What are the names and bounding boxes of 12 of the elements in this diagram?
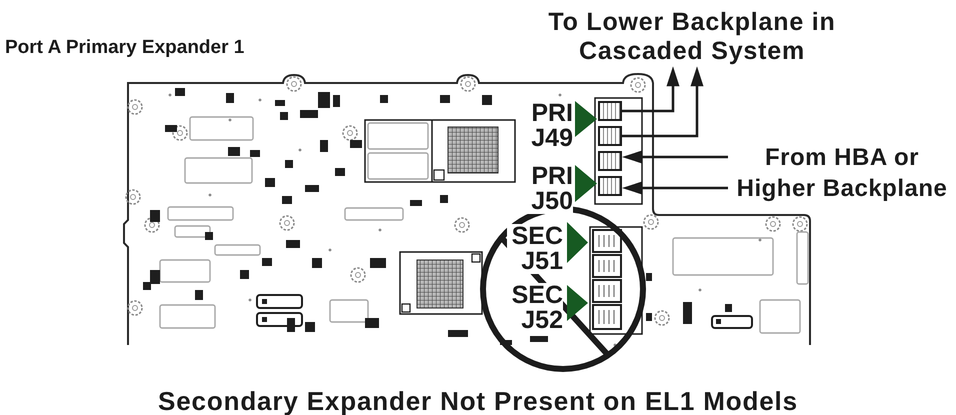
connector-port — [598, 126, 622, 146]
arrow — [622, 66, 680, 112]
callout-text: To Lower Backplane in Cascaded System — [532, 8, 852, 66]
connector-label: SEC J51 — [507, 224, 563, 274]
arrow — [622, 182, 728, 194]
arrow — [622, 66, 704, 138]
arrow — [622, 150, 728, 164]
callout-text: From HBA or Higher Backplane — [728, 142, 956, 204]
title: Port A Primary Expander 1 — [5, 37, 244, 59]
connector-port — [598, 101, 622, 121]
connector-port — [598, 151, 622, 171]
connector-port — [598, 176, 622, 196]
